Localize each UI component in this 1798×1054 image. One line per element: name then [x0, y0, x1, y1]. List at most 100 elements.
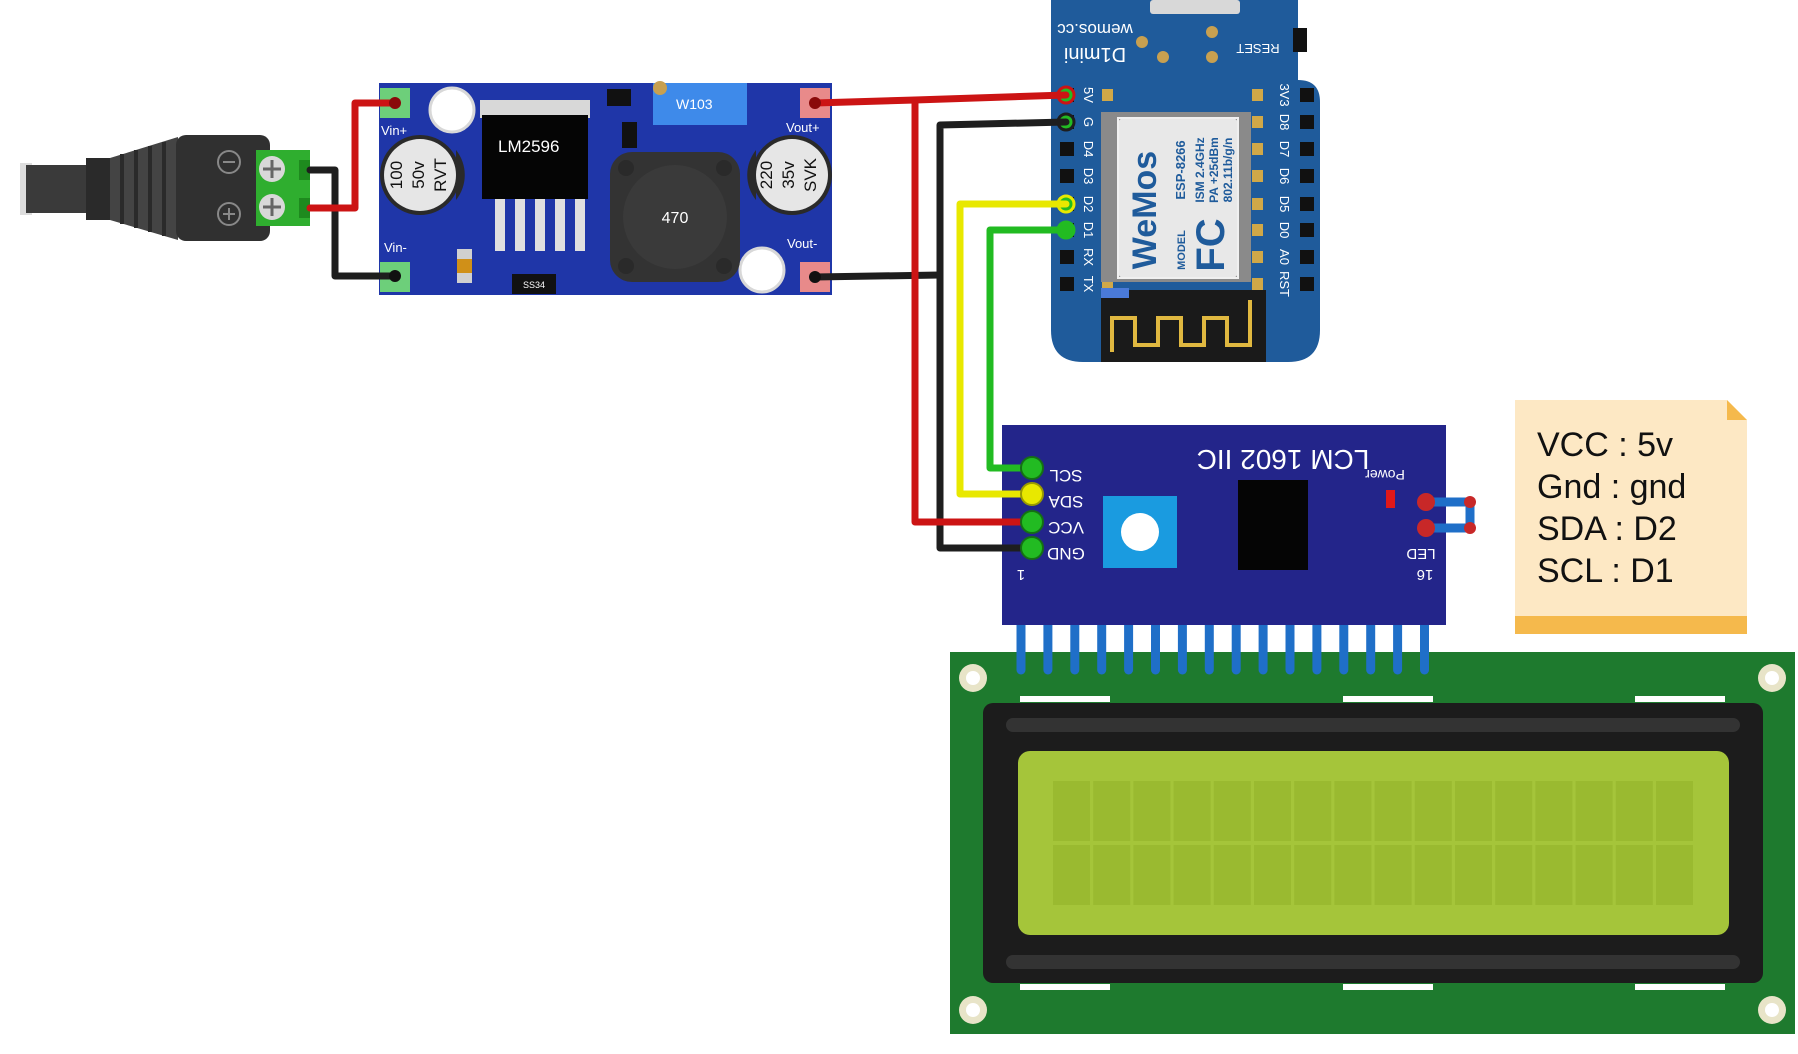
lcd-character-cell: [1133, 781, 1171, 841]
lm2596-regulator: LM2596: [480, 100, 590, 251]
svg-text:100: 100: [387, 161, 406, 189]
esp8266-shield: WeMos MODEL ESP-8266 ISM 2.4GHz PA +25dB…: [1101, 112, 1251, 282]
module-castellation: [1252, 89, 1263, 101]
usb-connector: [1150, 0, 1240, 14]
wire-black-vout-to-g: [811, 271, 944, 281]
lcd-character-cell: [1575, 781, 1613, 841]
right-pin-label: D5: [1277, 196, 1292, 213]
right-pin-label: D0: [1277, 222, 1292, 239]
svg-text:PA +25dBm: PA +25dBm: [1207, 137, 1221, 203]
trim-potentiometer: W103: [653, 81, 747, 125]
sticky-note: VCC : 5v Gnd : gnd SDA : D2 SCL : D1: [1515, 400, 1747, 634]
svg-text:ESP-8266: ESP-8266: [1173, 140, 1188, 199]
wires: [306, 91, 1070, 552]
vout-plus-label: Vout+: [786, 120, 820, 135]
pin-label-sda: SDA: [1048, 492, 1084, 511]
output-capacitor: 220 35v SVK: [747, 135, 832, 215]
pin-number-last: 16: [1417, 566, 1434, 583]
lcd-character-cell: [1495, 781, 1533, 841]
module-castellation: [1252, 170, 1263, 182]
brand-label: wemos.cc: [1057, 20, 1134, 39]
wire-black-jack-to-vin-minus: [306, 166, 399, 280]
right-header-pin: [1300, 88, 1314, 102]
lcd-character-cell: [1254, 845, 1291, 905]
shield-brand: WeMos: [1126, 151, 1164, 269]
left-pin-label: 5V: [1081, 87, 1096, 103]
left-pin-label: G: [1081, 117, 1096, 127]
lcd-character-cell: [1656, 845, 1693, 905]
left-pin-label: TX: [1081, 276, 1096, 293]
note-line-2: Gnd : gnd: [1537, 468, 1686, 506]
right-pin-label: D8: [1277, 114, 1292, 131]
model-label: D1mini: [1064, 43, 1126, 65]
right-header-pin: [1300, 142, 1314, 156]
wire-green-scl: [986, 226, 1070, 472]
right-pin-label: 3V3: [1277, 83, 1292, 106]
mounting-hole: [428, 86, 476, 134]
lcd-character-cell: [1093, 845, 1131, 905]
svg-text:SVK: SVK: [801, 157, 820, 192]
mounting-hole: [738, 246, 786, 294]
module-castellation: [1102, 89, 1113, 101]
right-pin-label: D6: [1277, 168, 1292, 185]
pin-label-scl: SCL: [1049, 466, 1082, 485]
lcd-character-cell: [1374, 845, 1412, 905]
pot-label: W103: [676, 96, 713, 112]
lcd-character-cell: [1455, 845, 1492, 905]
note-line-1: VCC : 5v: [1537, 426, 1673, 464]
lcd-character-cell: [1535, 845, 1573, 905]
mounting-hole: [959, 664, 1786, 1024]
wire-red-jack-to-vin-plus: [306, 99, 399, 212]
power-led: [1386, 490, 1395, 508]
backpack-i2c-pins: [1020, 456, 1044, 560]
lcd-character-cell: [1213, 845, 1251, 905]
lcd-character-cell: [1213, 781, 1251, 841]
pin-label-gnd: GND: [1047, 544, 1085, 563]
svg-text:220: 220: [757, 161, 776, 189]
lcd-character-cell: [1535, 781, 1573, 841]
svg-text:35v: 35v: [779, 161, 798, 189]
lcd-character-cell: [1495, 845, 1533, 905]
left-pin-label: D2: [1081, 196, 1096, 213]
chip-label: LM2596: [498, 137, 559, 156]
led-jumper: [1417, 493, 1476, 537]
reset-button: [1293, 28, 1307, 52]
smd-component: [607, 89, 631, 106]
right-pin-label: RST: [1277, 271, 1292, 297]
diode-label: SS34: [523, 280, 545, 290]
lcd-screen: [1018, 751, 1729, 935]
svg-text:RVT: RVT: [431, 158, 450, 192]
power-label: Power: [1365, 467, 1405, 483]
vin-plus-label: Vin+: [381, 123, 407, 138]
lcd-character-cell: [1455, 781, 1492, 841]
i2c-backpack: LCM 1602 IIC Power SCL SDA VCC GND LED 1…: [1002, 425, 1476, 625]
module-castellation: [1252, 198, 1263, 210]
lcd-character-cell: [1615, 781, 1653, 841]
backpack-title: LCM 1602 IIC: [1197, 444, 1370, 475]
lcd-character-cell: [1334, 845, 1372, 905]
lcd-character-cell: [1334, 781, 1372, 841]
lcd-character-cell: [1093, 781, 1131, 841]
lcd-character-grid: [1053, 781, 1693, 905]
left-header-pin: [1060, 250, 1074, 264]
svg-text:MODEL: MODEL: [1176, 230, 1188, 270]
inductor: 470: [610, 152, 740, 282]
module-castellation: [1252, 116, 1263, 128]
lcd-character-cell: [1615, 845, 1653, 905]
module-castellation: [1252, 143, 1263, 155]
ss34-diode: SS34: [512, 274, 556, 294]
left-pin-label: D1: [1081, 222, 1096, 239]
right-header-pin: [1300, 197, 1314, 211]
lcd-character-cell: [1374, 781, 1412, 841]
module-castellation: [1252, 224, 1263, 236]
right-header-pin: [1300, 250, 1314, 264]
right-pin-label: D7: [1277, 141, 1292, 158]
right-header-pin: [1300, 169, 1314, 183]
lcd-character-cell: [1294, 781, 1332, 841]
lcd-character-cell: [1294, 845, 1332, 905]
dc-barrel-jack: [20, 135, 270, 241]
left-pin-label: D4: [1081, 141, 1096, 158]
lcd-character-cell: [1414, 781, 1452, 841]
right-header-pin: [1300, 115, 1314, 129]
